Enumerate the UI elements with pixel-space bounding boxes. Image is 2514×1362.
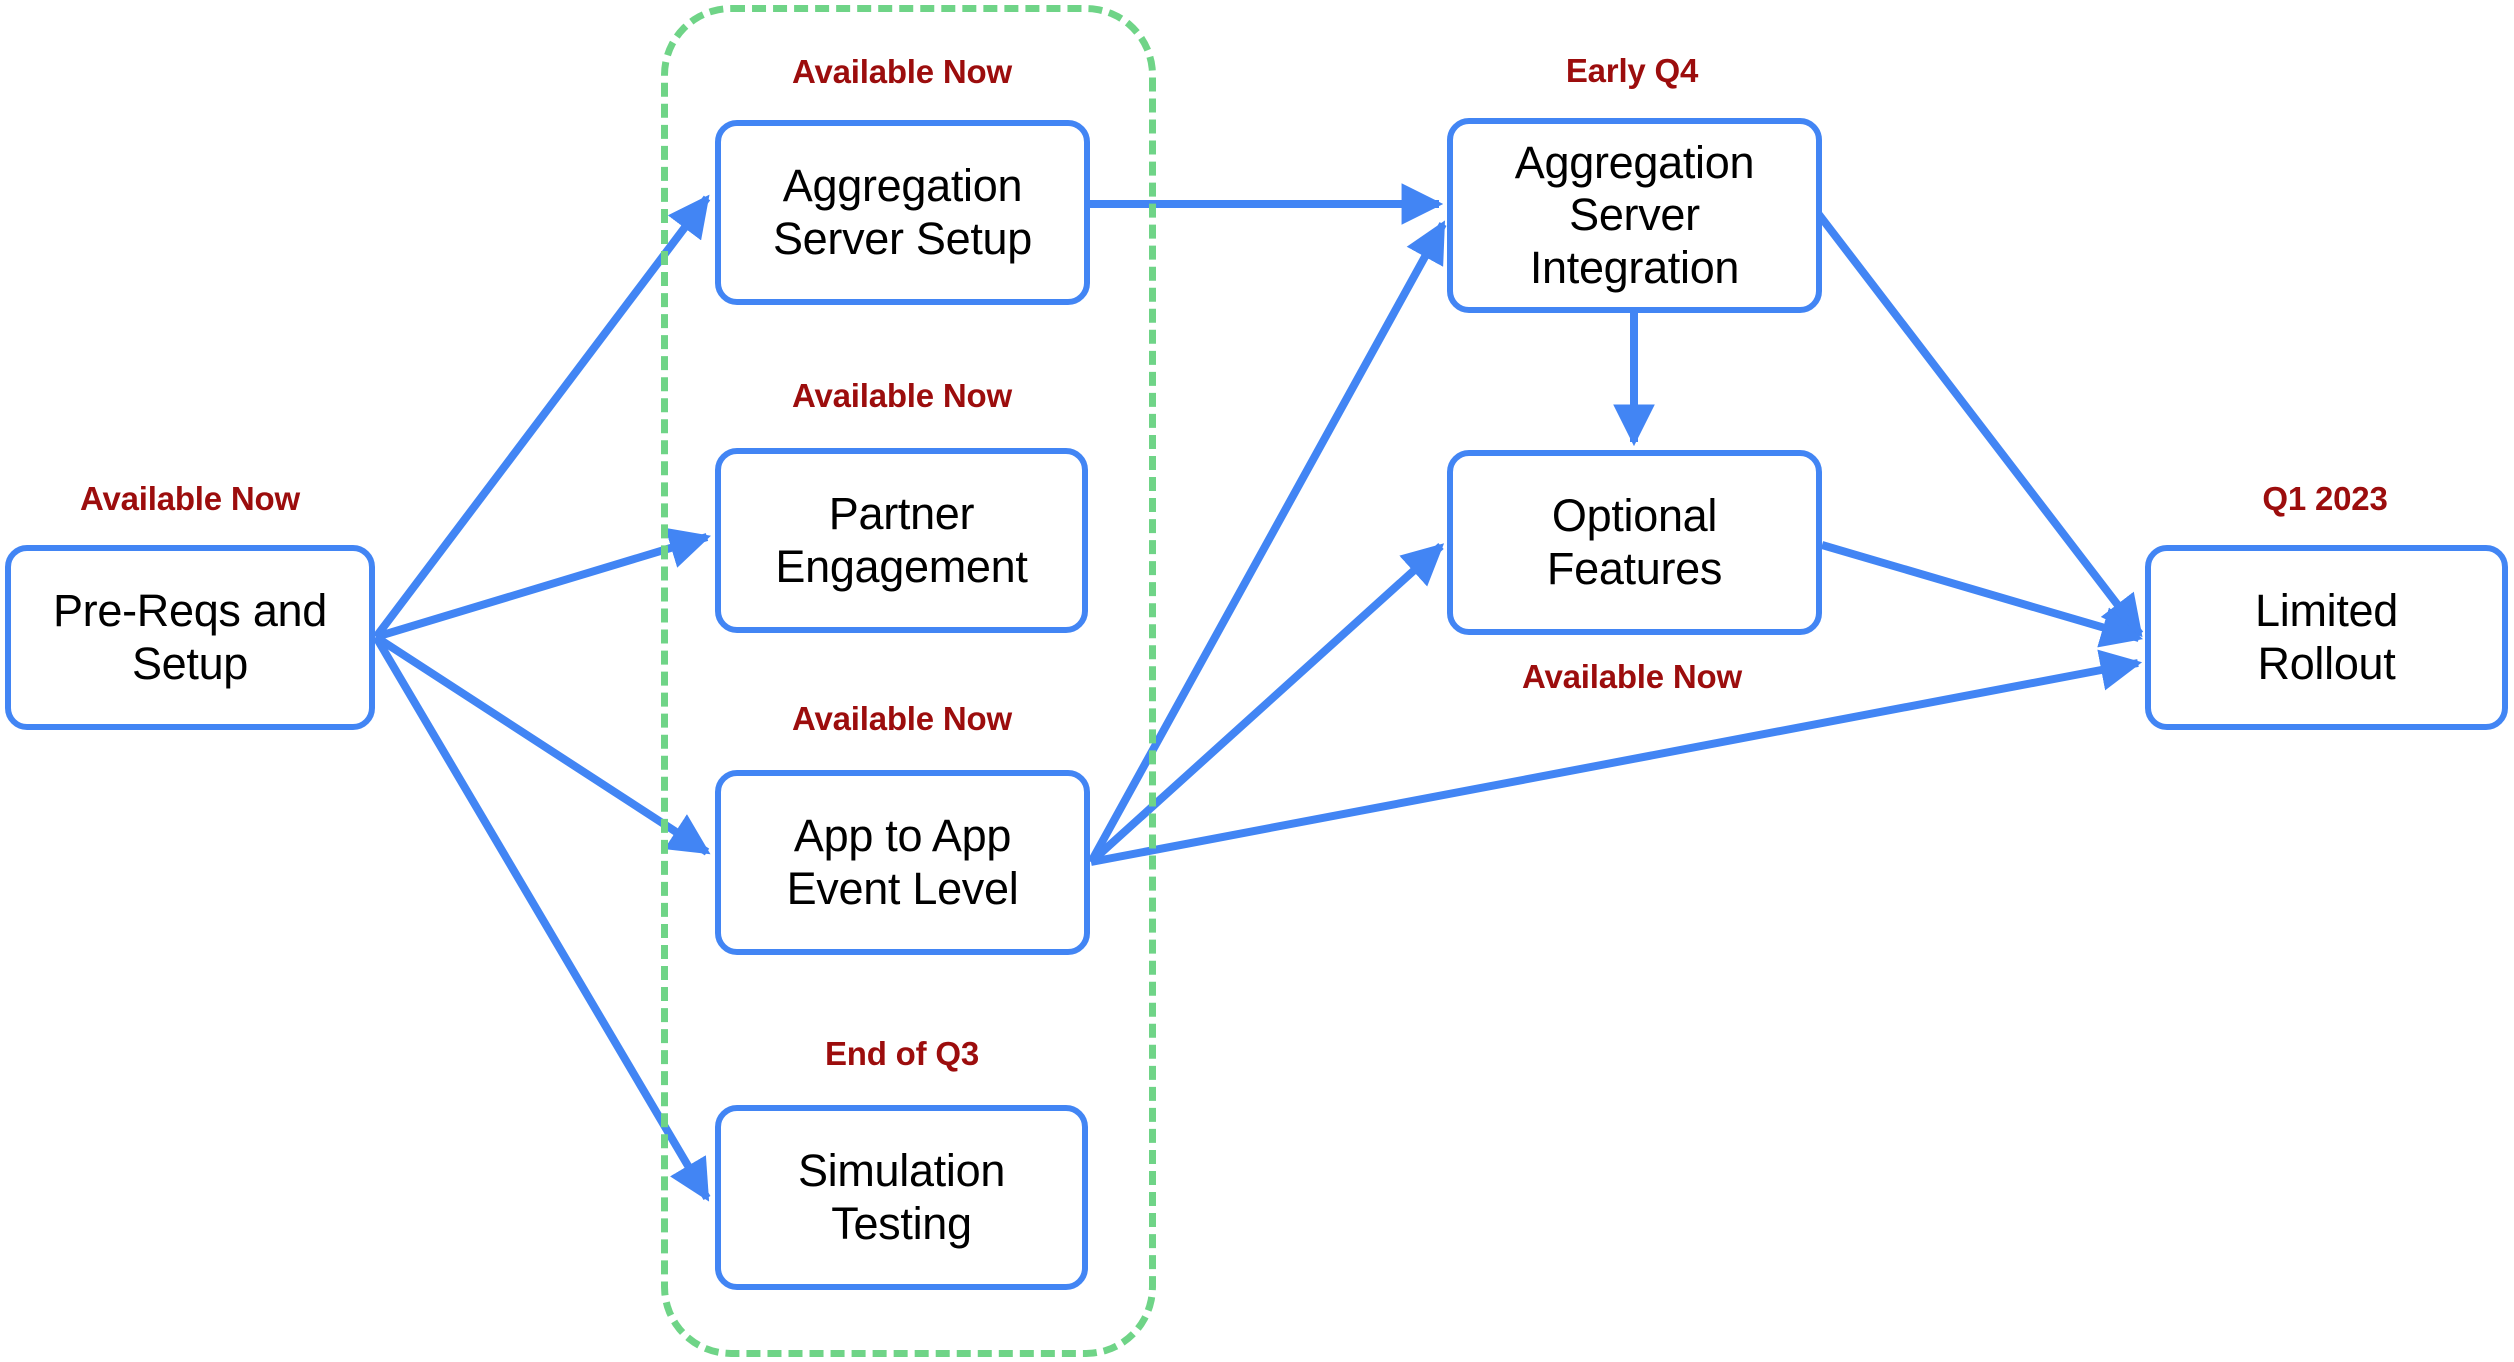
- available-now-group-box: [661, 5, 1156, 1357]
- edge-prereqs-to-partner-engagement: [374, 527, 711, 641]
- node-pre-reqs[interactable]: Pre-Reqs and Setup: [5, 545, 375, 730]
- stage-label-partner-engagement: Available Now: [792, 377, 1012, 414]
- node-optional-features[interactable]: Optional Features: [1447, 450, 1822, 635]
- stage-label-app-to-app-event-level: Available Now: [792, 700, 1012, 737]
- edge-prereqs-to-simulation-testing: [372, 634, 711, 1202]
- node-aggregation-server-integration[interactable]: Aggregation Server Integration: [1447, 118, 1822, 313]
- stage-label-limited-rollout: Q1 2023: [2262, 480, 2388, 517]
- stage-label-simulation-testing: End of Q3: [824, 1035, 980, 1072]
- node-simulation-testing[interactable]: Simulation Testing: [715, 1105, 1088, 1290]
- stage-label-pre-reqs: Available Now: [80, 480, 300, 517]
- node-limited-rollout[interactable]: Limited Rollout: [2145, 545, 2508, 730]
- stage-label-aggregation-server-setup: Available Now: [792, 53, 1012, 90]
- edge-agg-integration-to-limited-rollout: [1813, 209, 2144, 638]
- edge-optional-features-to-limited-rollout: [1820, 541, 2143, 648]
- edge-prereqs-to-aggregation-server-setup: [372, 194, 711, 640]
- edge-prereqs-to-app-to-app: [373, 633, 711, 856]
- node-partner-engagement[interactable]: Partner Engagement: [715, 448, 1088, 633]
- stage-label-optional-features: Available Now: [1522, 658, 1742, 695]
- node-aggregation-server-setup[interactable]: Aggregation Server Setup: [715, 120, 1090, 305]
- stage-label-aggregation-server-integration: Early Q4: [1565, 52, 1699, 89]
- node-app-to-app-event-level[interactable]: App to App Event Level: [715, 770, 1090, 955]
